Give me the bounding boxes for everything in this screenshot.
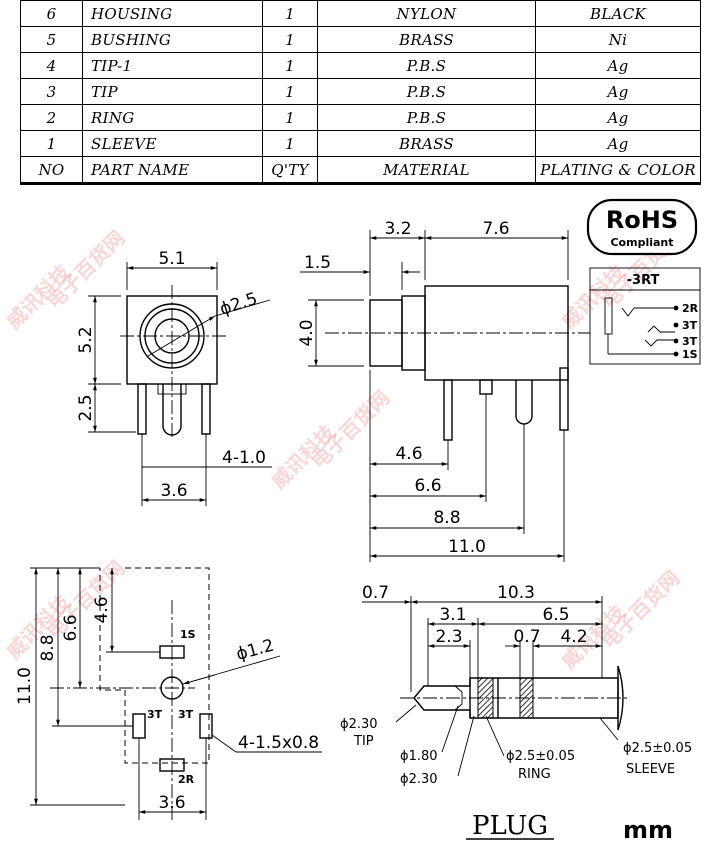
plug-dim-42: 4.2	[560, 627, 587, 647]
plug-dim-103: 10.3	[497, 583, 535, 603]
front-height: 5.2	[76, 326, 96, 353]
footprint-d1: 4.6	[92, 596, 112, 623]
plug-dim-07a: 0.7	[362, 583, 389, 603]
plug-dim-31: 3.1	[439, 605, 466, 625]
bom-part: RING	[82, 104, 263, 131]
side-view: 3.2 7.6 1.5 4.0 4.6 6.6 8.8 11.0	[297, 219, 590, 562]
footprint-pin: 3T	[147, 708, 163, 721]
front-view: ϕ2.5 5.1 5.2 2.5 4-1.0 3.6	[76, 249, 272, 506]
side-d1: 4.6	[395, 444, 422, 464]
header-no: NO	[20, 156, 83, 185]
rohs-subtitle: Compliant	[610, 236, 673, 249]
bom-qty: 1	[262, 104, 318, 131]
plug-sleeve-label: SLEEVE	[626, 762, 675, 777]
bom-material: BRASS	[317, 26, 536, 53]
side-dim-b: 7.6	[482, 219, 509, 239]
plug-dim-23: 2.3	[435, 627, 462, 647]
footprint-hole: ϕ1.2	[234, 636, 276, 665]
footprint-pin: 2R	[178, 773, 195, 786]
front-pin-label: 4-1.0	[222, 448, 266, 468]
plug-tip-diameter: ϕ2.30	[340, 717, 378, 732]
bom-no: 5	[20, 26, 83, 53]
units-label: mm	[623, 816, 673, 844]
header-material: MATERIAL	[317, 156, 536, 185]
schematic-pin: 1S	[682, 348, 698, 361]
footprint-pitch: 3.6	[158, 793, 185, 813]
schematic-title: -3RT	[627, 273, 660, 288]
bom-material: P.B.S	[317, 52, 536, 79]
header-plating: PLATING & COLOR	[535, 156, 701, 185]
footprint-pin: 1S	[180, 628, 196, 641]
side-d2: 6.6	[414, 476, 441, 496]
rohs-title: RoHS	[606, 206, 678, 234]
bom-table: 6 HOUSING 1 NYLON BLACK 5 BUSHING 1 BRAS…	[20, 0, 701, 185]
bom-part: BUSHING	[82, 26, 263, 53]
plug-d180: ϕ1.80	[400, 749, 438, 764]
footprint-pad-label: 4-1.5x0.8	[238, 733, 319, 753]
bom-plating: BLACK	[535, 0, 701, 27]
bom-no: 2	[20, 104, 83, 131]
plug-title: PLUG	[472, 811, 548, 841]
plug-tip-label: TIP	[353, 734, 374, 749]
front-pin-pitch: 3.6	[160, 481, 187, 501]
side-dim-a: 3.2	[384, 219, 411, 239]
table-row: 6 HOUSING 1 NYLON BLACK	[20, 0, 701, 27]
plug-dim-07b: 0.7	[513, 627, 540, 647]
bom-plating: Ag	[535, 130, 701, 157]
plug-dim-65: 6.5	[542, 605, 569, 625]
schematic-pin: 3T	[682, 319, 698, 332]
side-height: 4.0	[297, 319, 317, 346]
front-diameter: ϕ2.5	[217, 289, 260, 320]
rohs-badge: RoHS Compliant	[586, 198, 698, 256]
plug-ring-label: RING	[518, 767, 551, 782]
schematic-pin: 3T	[682, 335, 698, 348]
header-qty: Q'TY	[262, 156, 318, 185]
side-d3: 8.8	[433, 508, 460, 528]
plug-ring-diameter: ϕ2.5±0.05	[506, 749, 575, 764]
bom-no: 4	[20, 52, 83, 79]
plug-d230: ϕ2.30	[400, 772, 438, 787]
side-d4: 11.0	[448, 537, 486, 557]
plug-view: 0.7 10.3 3.1 6.5 2.3 0.7 4.2 ϕ2.30 TIP ϕ…	[340, 583, 692, 841]
footprint-d4: 11.0	[15, 667, 35, 705]
schematic-pin: 2R	[682, 302, 699, 315]
front-width: 5.1	[158, 249, 185, 269]
table-header-row: NO PART NAME Q'TY MATERIAL PLATING & COL…	[20, 156, 701, 185]
bom-material: P.B.S	[317, 104, 536, 131]
header-part-name: PART NAME	[82, 156, 263, 185]
footprint-d3: 8.8	[38, 634, 58, 661]
plug-sleeve-diameter: ϕ2.5±0.05	[623, 741, 692, 756]
front-pin-height: 2.5	[76, 394, 96, 421]
side-dim-c: 1.5	[304, 253, 331, 273]
pin-schematic: -3RT 2R 3T 3T 1S	[589, 267, 701, 365]
footprint-pin: 3T	[178, 708, 194, 721]
footprint-d2: 6.6	[61, 614, 81, 641]
